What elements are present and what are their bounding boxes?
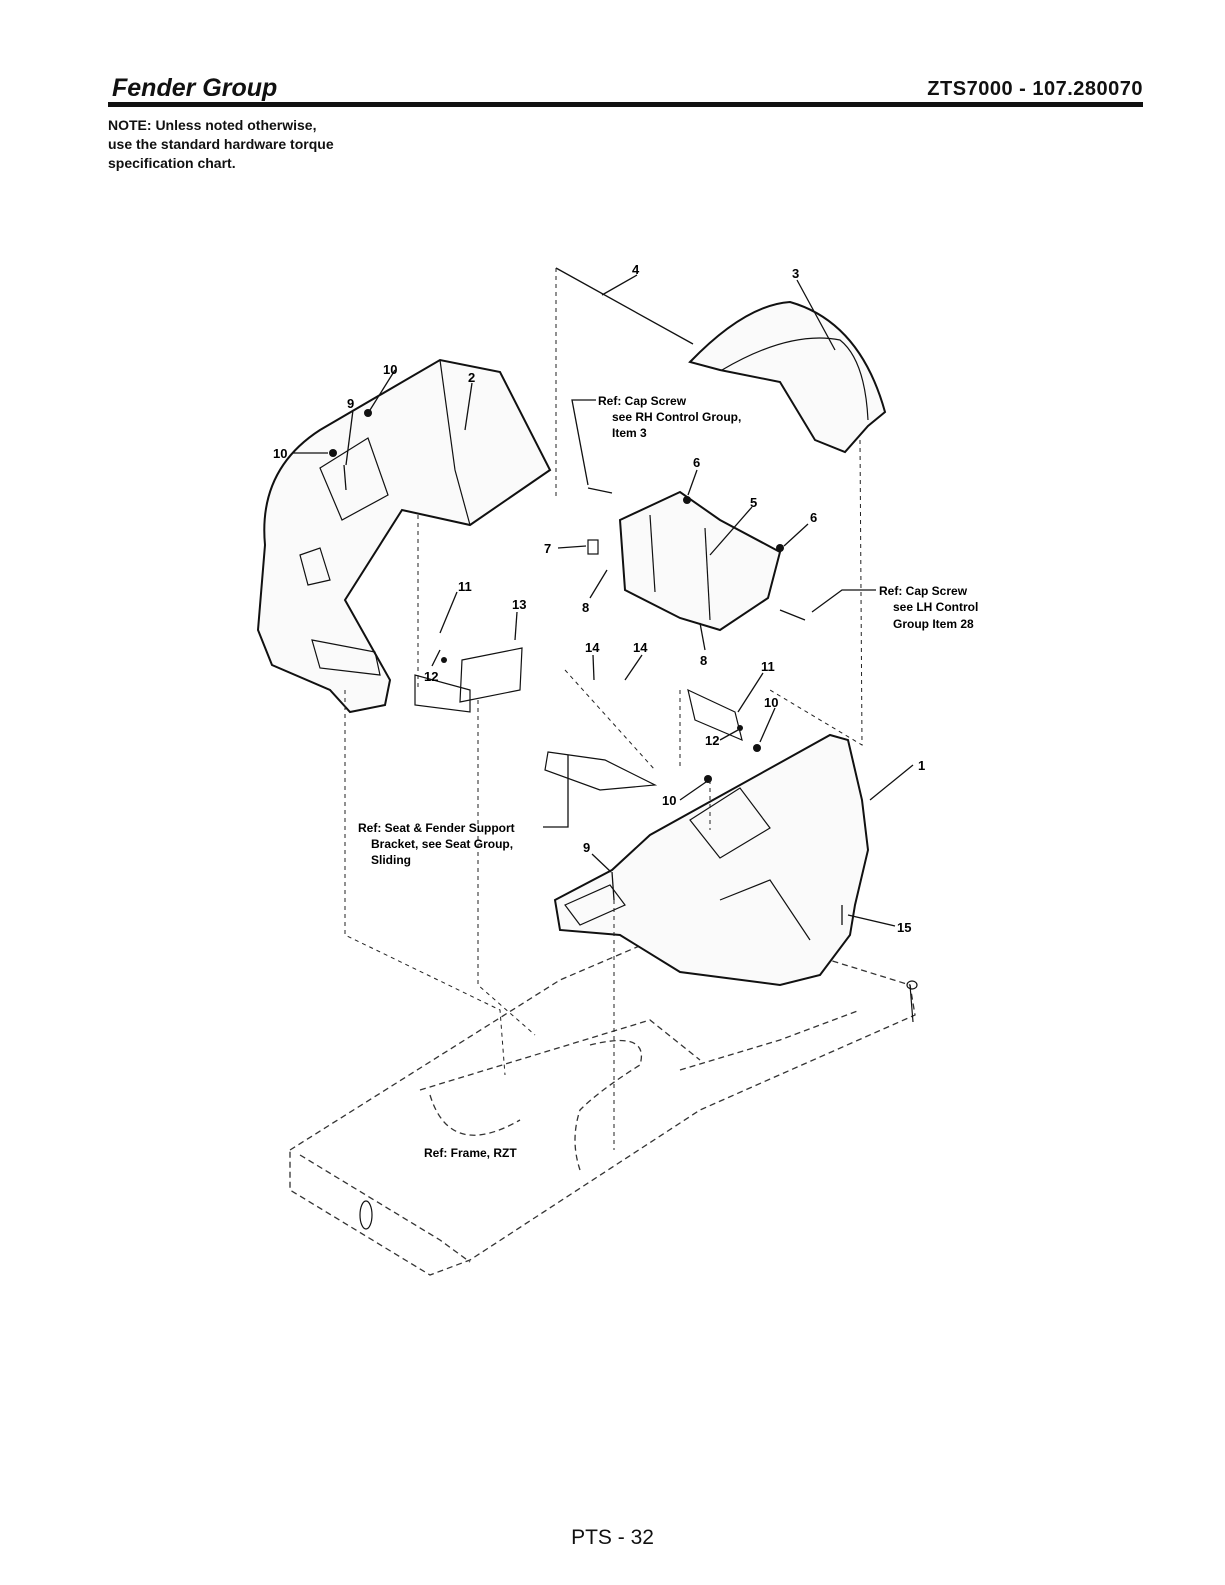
- ref-rh-cap-screw-line-1: Ref: Cap Screw: [598, 394, 687, 408]
- ref-lh-cap-screw-line-3: Group Item 28: [893, 617, 974, 631]
- label-part-8-a: 8: [582, 600, 589, 615]
- part-10-nut-a: [329, 449, 337, 457]
- reference-callouts: Ref: Cap Screw see RH Control Group, Ite…: [358, 394, 978, 1160]
- page-number: PTS - 32: [571, 1526, 654, 1549]
- label-part-5: 5: [750, 495, 757, 510]
- part-7-clip: [587, 539, 599, 555]
- label-part-9-b: 9: [583, 840, 590, 855]
- ref-seat-bracket-line-1: Ref: Seat & Fender Support: [358, 821, 515, 835]
- part-9-bolt-b: [611, 871, 615, 901]
- part-1-right-fender: [553, 733, 870, 987]
- label-part-10-b: 10: [273, 446, 287, 461]
- part-11-right-bracket: [687, 688, 743, 742]
- ref-seat-bracket-line-3: Sliding: [371, 853, 411, 867]
- label-part-2: 2: [468, 370, 475, 385]
- label-part-11-b: 11: [761, 659, 775, 674]
- label-part-9-a: 9: [347, 396, 354, 411]
- ref-lh-cap-screw-line-2: see LH Control: [893, 600, 978, 614]
- label-part-1: 1: [918, 758, 925, 773]
- label-part-12-b: 12: [705, 733, 719, 748]
- hardware-items: [329, 409, 843, 925]
- label-part-15: 15: [897, 920, 911, 935]
- part-5-center-cover: [618, 490, 782, 632]
- part-6-nut-b: [683, 496, 691, 504]
- label-part-8-b: 8: [700, 653, 707, 668]
- label-part-10-d: 10: [662, 793, 676, 808]
- part-6-nut-a: [776, 544, 784, 552]
- torque-note: NOTE: Unless noted otherwise, use the st…: [108, 116, 448, 173]
- label-part-10-a: 10: [383, 362, 397, 377]
- part-12-washer-b: [737, 725, 743, 731]
- label-part-10-c: 10: [764, 695, 778, 710]
- leader-lines: [292, 274, 914, 927]
- rh-cap-screw: [587, 487, 613, 494]
- part-10-nut-b: [364, 409, 372, 417]
- part-4-rod: [555, 267, 694, 345]
- lh-cap-screw: [779, 609, 806, 621]
- model-number: ZTS7000 - 107.280070: [927, 78, 1143, 100]
- label-part-6-a: 6: [693, 455, 700, 470]
- label-part-4: 4: [632, 262, 640, 277]
- label-part-13: 13: [512, 597, 526, 612]
- seat-bracket-shape: [544, 751, 658, 791]
- page-title: Fender Group: [112, 74, 278, 102]
- label-part-12-a: 12: [424, 669, 438, 684]
- label-part-6-b: 6: [810, 510, 817, 525]
- part-10-nut-c: [753, 744, 761, 752]
- ref-rh-cap-screw-line-3: Item 3: [612, 426, 647, 440]
- part-11-left-bracket: [414, 674, 471, 713]
- header-rule: [108, 102, 1143, 107]
- ref-frame: Ref: Frame, RZT: [424, 1146, 517, 1160]
- part-number-labels: 1 2 3 4 5 6 6 7 8 8 9 9 10 10 10 10 11 1…: [273, 262, 925, 935]
- note-line-1: NOTE: Unless noted otherwise,: [108, 117, 317, 133]
- ref-seat-bracket-line-2: Bracket, see Seat Group,: [371, 837, 513, 851]
- part-12-washer-a: [441, 657, 447, 663]
- ref-lh-cap-screw-line-1: Ref: Cap Screw: [879, 584, 968, 598]
- label-part-3: 3: [792, 266, 799, 281]
- label-part-14-b: 14: [633, 640, 648, 655]
- frame-rzt: [289, 919, 918, 1276]
- note-line-3: specification chart.: [108, 155, 236, 171]
- part-2-left-fender: [256, 358, 552, 714]
- label-part-7: 7: [544, 541, 551, 556]
- part-13-plate: [459, 647, 523, 703]
- assembly-lines: [344, 268, 863, 1150]
- label-part-14-a: 14: [585, 640, 600, 655]
- part-9-bolt-a: [343, 464, 347, 491]
- note-line-2: use the standard hardware torque: [108, 136, 334, 152]
- ref-rh-cap-screw-line-2: see RH Control Group,: [612, 410, 741, 424]
- part-3-rear-cover: [688, 300, 887, 454]
- label-part-11-a: 11: [458, 579, 472, 594]
